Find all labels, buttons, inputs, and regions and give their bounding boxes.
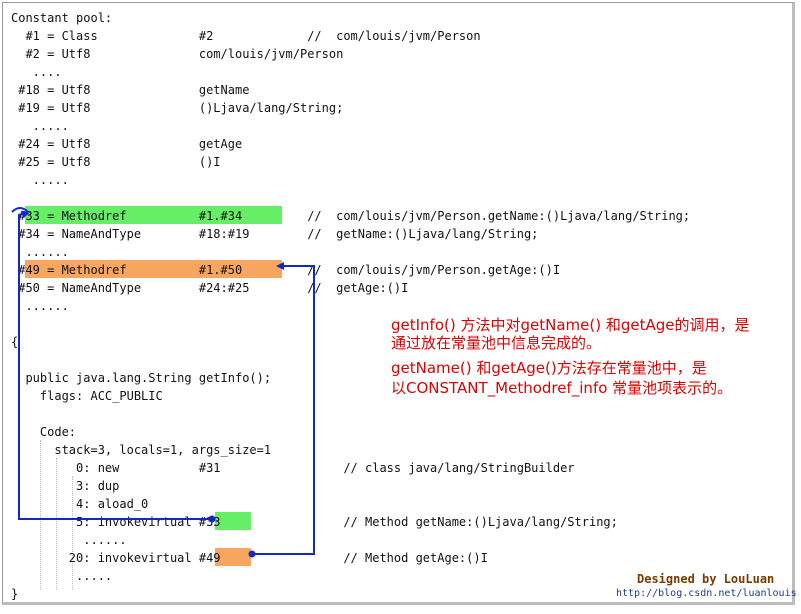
code-line-cp-dots-2: ..... xyxy=(11,119,69,133)
code-line-cp-49: #49 = Methodref #1.#50 // com/louis/jvm/… xyxy=(11,263,561,277)
designer-credit: Designed by LouLuan xyxy=(637,572,775,586)
indent-guide-2 xyxy=(56,458,57,590)
code-line-brace-open: { xyxy=(11,335,19,349)
arrow-start-dot-33 xyxy=(208,515,216,523)
code-line-cp-dots-3: ..... xyxy=(11,173,69,187)
code-line-op-dots-2: ..... xyxy=(11,569,113,583)
methodref-33-highlight xyxy=(25,206,282,224)
code-line-cp-24: #24 = Utf8 getAge xyxy=(11,137,243,151)
annotation-line-4: 以CONSTANT_Methodref_info 常量池项表示的。 xyxy=(391,379,733,397)
code-line-code-header: Code: xyxy=(11,425,77,439)
code-line-cp-25: #25 = Utf8 ()I xyxy=(11,155,221,169)
indent-guide-1 xyxy=(40,440,41,590)
arrow-start-dot-49 xyxy=(248,550,256,558)
arrow-curl-33 xyxy=(11,207,29,213)
annotation-line-1: getInfo() 方法中对getName() 和getAge的调用，是 xyxy=(391,316,750,334)
code-line-op-20: 20: invokevirtual #49 // Method getAge:(… xyxy=(11,551,488,565)
annotation-line-2: 通过放在常量池中信息完成的。 xyxy=(391,334,602,352)
code-line-op-dots-1: ...... xyxy=(11,533,127,547)
code-line-cp-2: #2 = Utf8 com/louis/jvm/Person xyxy=(11,47,344,61)
indent-guide-3 xyxy=(72,476,73,590)
blog-url: http://blog.csdn.net/luanlouis xyxy=(616,588,797,599)
code-line-method-flags: flags: ACC_PUBLIC xyxy=(11,389,163,403)
code-line-cp-33: #33 = Methodref #1.#34 // com/louis/jvm/… xyxy=(11,209,691,223)
arrow-invoke49-to-methodref49 xyxy=(252,262,315,555)
invoke-33-highlight xyxy=(215,512,251,530)
code-line-cp-50: #50 = NameAndType #24:#25 // getAge:()I xyxy=(11,281,409,295)
code-line-cp-dots-4: ...... xyxy=(11,245,69,259)
code-line-cp-header: Constant pool: xyxy=(11,11,113,25)
code-line-brace-close: } xyxy=(11,587,19,601)
annotation-line-3: getName() 和getAge()方法存在常量池中，是 xyxy=(391,359,707,377)
code-line-cp-1: #1 = Class #2 // com/louis/jvm/Person xyxy=(11,29,481,43)
code-line-op-3: 3: dup xyxy=(11,479,120,493)
code-line-cp-18: #18 = Utf8 getName xyxy=(11,83,250,97)
arrow-invoke33-to-methodref33 xyxy=(18,210,212,520)
code-line-op-4: 4: aload_0 xyxy=(11,497,149,511)
code-line-code-stack: stack=3, locals=1, args_size=1 xyxy=(11,443,272,457)
code-line-cp-dots-1: .... xyxy=(11,65,62,79)
code-line-cp-dots-5: ...... xyxy=(11,299,69,313)
code-line-method-sig: public java.lang.String getInfo(); xyxy=(11,371,272,385)
code-line-cp-34: #34 = NameAndType #18:#19 // getName:()L… xyxy=(11,227,539,241)
code-line-cp-19: #19 = Utf8 ()Ljava/lang/String; xyxy=(11,101,344,115)
methodref-49-highlight xyxy=(25,260,282,278)
invoke-49-highlight xyxy=(215,548,251,566)
code-listing-panel: Constant pool: #1 = Class #2 // com/loui… xyxy=(2,2,797,605)
code-line-op-0: 0: new #31 // class java/lang/StringBuil… xyxy=(11,461,575,475)
